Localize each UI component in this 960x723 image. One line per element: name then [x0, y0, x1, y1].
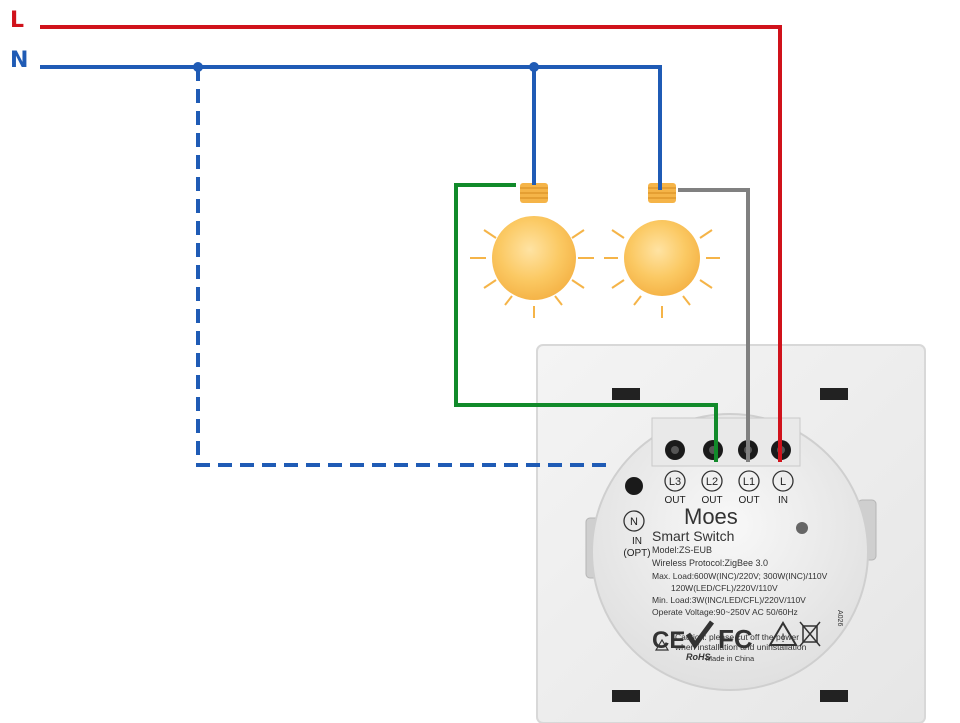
svg-text:IN: IN: [632, 536, 642, 547]
caution-icon: [654, 638, 670, 651]
svg-text:OUT: OUT: [738, 495, 759, 506]
module-screw: [796, 522, 808, 534]
protocol-text: Wireless Protocol:ZigBee 3.0: [652, 558, 768, 568]
live-label: L: [10, 8, 25, 33]
made-in-text: Made in China: [706, 654, 755, 663]
terminal-N: N IN (OPT): [623, 510, 651, 559]
warning-icon: [768, 621, 798, 646]
weee-bin-icon: [799, 621, 821, 647]
terminal-L1: L1 OUT: [738, 470, 760, 506]
model-text: Model:ZS-EUB: [652, 545, 712, 555]
fc-mark: FC: [718, 624, 753, 654]
terminal-L3: L3 OUT: [664, 470, 686, 506]
light-bulb-icon: [470, 183, 594, 318]
svg-text:OUT: OUT: [664, 495, 685, 506]
svg-text:N: N: [630, 516, 638, 528]
brand-logo: Moes: [684, 504, 738, 529]
neutral-label: N: [10, 48, 29, 73]
live-wire: [40, 25, 782, 462]
max-load-text: Max. Load:600W(INC)/220V; 300W(INC)/110V: [652, 571, 828, 581]
terminal-L: L IN: [772, 470, 794, 506]
side-code: A026: [836, 610, 843, 626]
terminal-L2: L2 OUT: [701, 470, 723, 506]
grey-load-wire: [678, 188, 750, 462]
voltage-text: Operate Voltage:90~250V AC 50/60Hz: [652, 607, 798, 617]
neutral-screw: [625, 477, 643, 495]
plate-slot: [820, 388, 848, 400]
neutral-wire: [40, 65, 662, 190]
plate-slot: [612, 388, 640, 400]
green-load-wire: [454, 183, 718, 462]
check-mark-icon: [685, 620, 715, 650]
svg-text:!: !: [781, 631, 784, 645]
svg-text:IN: IN: [778, 495, 788, 506]
plate-slot: [612, 690, 640, 702]
svg-text:OUT: OUT: [701, 495, 722, 506]
caution-text: Caution: please cut off the power: [675, 632, 799, 642]
svg-text:L1: L1: [743, 476, 755, 488]
light-bulb-icon: [604, 183, 720, 318]
product-name: Smart Switch: [652, 528, 734, 544]
svg-text:(OPT): (OPT): [623, 548, 650, 559]
svg-text:L3: L3: [669, 476, 681, 488]
plate-slot: [820, 690, 848, 702]
svg-text:L2: L2: [706, 476, 718, 488]
rohs-mark: RoHS: [686, 652, 711, 662]
max-load-text-2: 120W(LED/CFL)/220V/110V: [671, 583, 778, 593]
smart-switch-module: L3 OUT L2 OUT L1 OUT L IN N IN (OPT) Moe…: [591, 413, 869, 691]
caution-text-2: when installation and uninstallation: [674, 642, 807, 652]
min-load-text: Min. Load:3W(INC/LED/CFL)/220V/110V: [652, 595, 806, 605]
svg-text:L: L: [780, 476, 786, 488]
optional-neutral-wire: [196, 67, 612, 467]
neutral-junction: [529, 62, 539, 72]
